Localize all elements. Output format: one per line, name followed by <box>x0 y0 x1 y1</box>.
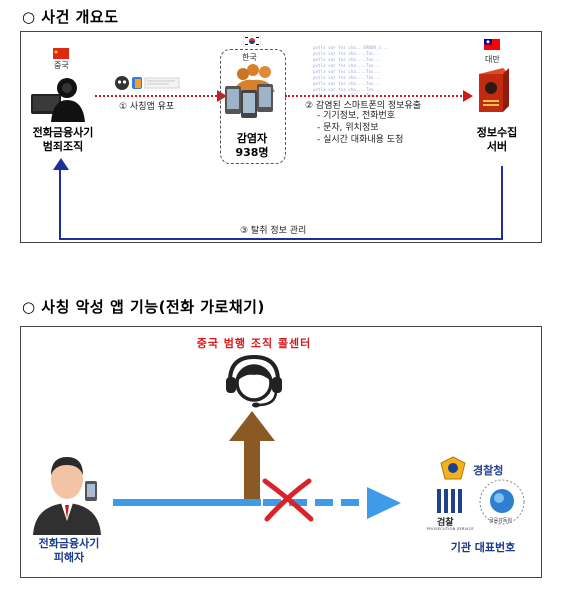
step2-arrowhead-icon <box>463 90 473 102</box>
step2-item: - 문자, 위치정보 <box>317 123 379 133</box>
infected-line1: 감염자 <box>236 132 268 145</box>
fraud-org-caption: 전화금융사기 범죄조직 <box>23 126 103 154</box>
call-center-label: 중국 범행 조직 콜센터 <box>196 337 312 350</box>
section2-title: ○ 사칭 악성 앱 기능(전화 가로채기) <box>22 298 265 316</box>
prosecution-label: 검찰 <box>437 518 454 528</box>
step1-label: ① 사칭앱 유포 <box>119 102 175 112</box>
fraud-org-line1: 전화금융사기 <box>32 126 94 139</box>
victim-line2: 피해자 <box>53 551 85 564</box>
call-line-solid <box>113 499 261 506</box>
step1-arrow-line <box>95 95 221 97</box>
police-emblem-icon <box>440 456 466 480</box>
prosecution-sub: PROSECUTION SERVICE <box>427 527 474 531</box>
blocked-x-icon <box>262 478 314 522</box>
headset-operator-icon <box>226 354 282 408</box>
prosecution-emblem-icon <box>437 489 462 513</box>
server-line2: 서버 <box>486 140 508 153</box>
taiwan-flag-icon <box>484 39 500 50</box>
fss-globe-icon <box>479 479 525 525</box>
step2-item: - 기기정보, 전화번호 <box>317 111 396 121</box>
korea-flag-icon <box>243 35 261 47</box>
server-caption: 정보수집 서버 <box>457 126 537 154</box>
step2-item: - 실시간 대화내용 도청 <box>317 135 404 145</box>
server-line1: 정보수집 <box>476 126 518 139</box>
infected-group-box <box>220 49 286 164</box>
infected-phones-icon <box>225 64 275 118</box>
divert-arrow-icon <box>229 411 275 505</box>
step2-label: ② 감염된 스마트폰의 정보유출 <box>305 101 422 111</box>
infected-line2: 938명 <box>235 146 269 159</box>
taiwan-flag-label: 대만 <box>485 55 500 64</box>
fraud-org-line2: 범죄조직 <box>42 140 84 153</box>
fss-sub-label: 금융감독원 <box>489 518 513 524</box>
step3-label: ③ 탈취 정보 관리 <box>237 223 310 236</box>
korea-flag-label: 한국 <box>242 53 257 62</box>
police-label: 경찰청 <box>473 464 504 477</box>
step2-items: - 기기정보, 전화번호 - 문자, 위치정보 - 실시간 대화내용 도청 <box>317 110 403 146</box>
step2-arrow-line <box>285 95 465 97</box>
victim-caption: 전화금융사기 피해자 <box>23 537 115 565</box>
call-line-dashed <box>263 499 371 506</box>
china-flag-icon <box>53 48 69 59</box>
server-icon <box>479 68 509 112</box>
step1-arrowhead-icon <box>217 90 227 102</box>
call-arrowhead-icon <box>367 487 401 519</box>
hacker-icon <box>31 78 85 122</box>
target-number-label: 기관 대표번호 <box>450 541 516 554</box>
step3-return-line <box>59 166 503 240</box>
step3-arrowhead-icon <box>53 158 69 170</box>
overview-diagram-box: 중국 전화금융사기 범죄조직 ① 사칭앱 유포 한국 <box>20 31 542 243</box>
china-flag-label: 중국 <box>54 61 69 70</box>
victim-icon <box>33 457 101 535</box>
victim-line1: 전화금융사기 <box>38 537 100 550</box>
infected-caption: 감염자 938명 <box>220 132 284 160</box>
malicious-app-icons <box>115 76 180 90</box>
interception-diagram-box: 중국 범행 조직 콜센터 전화금융사기 피해자 <box>20 326 542 578</box>
section1-title: ○ 사건 개요도 <box>22 8 119 26</box>
